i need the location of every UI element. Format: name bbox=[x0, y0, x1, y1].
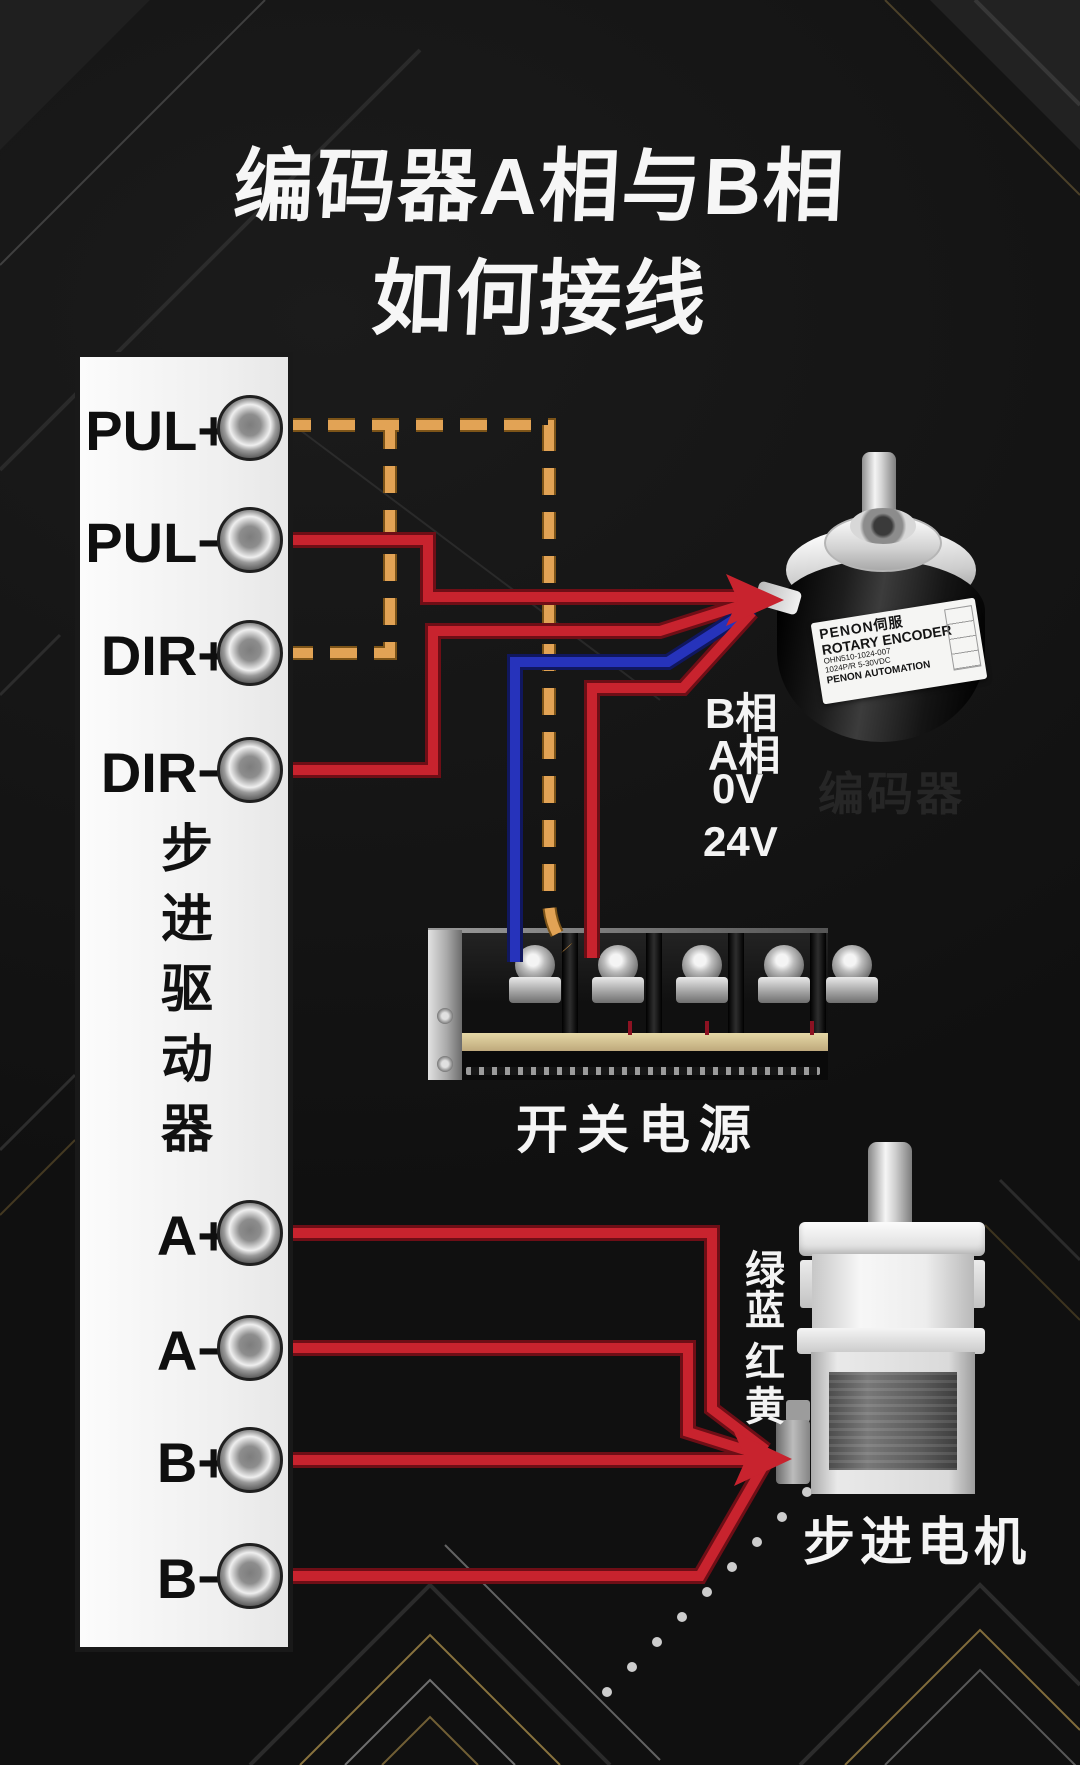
motor-body bbox=[811, 1352, 975, 1494]
terminal-label-b-plus: B+ bbox=[156, 1431, 230, 1494]
encoder-caption: 编码器 bbox=[818, 768, 965, 820]
terminal-label-a-minus: A− bbox=[156, 1319, 230, 1382]
wire-dir-plus-dashed bbox=[286, 425, 395, 658]
psu-pcb-strip bbox=[458, 1021, 828, 1051]
encoder-bearing-hub bbox=[850, 508, 916, 544]
encoder-wire-label-0v: 0V bbox=[712, 765, 764, 812]
motor-caption: 步进电机 bbox=[803, 1514, 1032, 1572]
motor-arrowhead bbox=[734, 1432, 792, 1486]
terminal-pul-minus bbox=[217, 507, 283, 573]
motor-connector-top bbox=[786, 1400, 810, 1422]
terminal-dir-minus bbox=[217, 737, 283, 803]
solder-row bbox=[466, 1067, 820, 1075]
psu-clamp bbox=[509, 977, 561, 1003]
driver-label-char-4: 动 bbox=[160, 1031, 213, 1089]
driver-label-char-2: 进 bbox=[160, 891, 213, 949]
psu-component bbox=[705, 1021, 709, 1035]
wire-b-minus-outline bbox=[282, 1461, 771, 1584]
psu-component bbox=[810, 1021, 814, 1035]
terminal-a-plus bbox=[217, 1200, 283, 1266]
wire-b-minus-red bbox=[282, 1462, 769, 1581]
motor-lamination-band bbox=[829, 1372, 957, 1470]
psu-clamp bbox=[826, 977, 878, 1003]
wire-a-plus-red bbox=[283, 1228, 770, 1454]
motor-side-tab bbox=[800, 1260, 815, 1308]
terminal-label-pul-minus: PUL− bbox=[85, 511, 230, 574]
wire-a-minus-red bbox=[283, 1343, 766, 1461]
terminal-b-plus bbox=[217, 1427, 283, 1493]
motor-shaft bbox=[868, 1142, 912, 1228]
psu-top-edge bbox=[428, 928, 828, 933]
motor-lower-flange bbox=[797, 1328, 985, 1354]
psu-divider bbox=[810, 933, 826, 1033]
terminal-b-minus bbox=[217, 1543, 283, 1609]
power-supply-caption: 开关电源 bbox=[516, 1102, 761, 1160]
encoder-wire-label-a-phase: A相 bbox=[708, 732, 781, 779]
motor-wire-color-yellow: 黄 bbox=[745, 1385, 785, 1429]
psu-clamp bbox=[758, 977, 810, 1003]
wire-dir-minus-red bbox=[282, 598, 750, 775]
psu-divider bbox=[728, 933, 744, 1033]
driver-label-char-3: 驱 bbox=[160, 961, 213, 1019]
wire-pul-minus-outline bbox=[282, 532, 745, 605]
psu-clamp bbox=[592, 977, 644, 1003]
psu-screw bbox=[437, 1056, 453, 1072]
motor-wire-color-green: 绿 bbox=[745, 1249, 785, 1293]
psu-divider bbox=[562, 933, 578, 1033]
motor-wire-color-blue: 蓝 bbox=[745, 1289, 785, 1333]
motor-top-flange bbox=[799, 1222, 985, 1256]
terminal-label-b-minus: B− bbox=[156, 1547, 230, 1610]
terminal-pul-plus bbox=[217, 395, 283, 461]
corner-slab bbox=[0, 0, 150, 150]
driver-label-char-5: 器 bbox=[160, 1101, 213, 1159]
encoder-arrowhead bbox=[726, 574, 784, 626]
driver-label-char-1: 步 bbox=[160, 821, 213, 879]
terminal-a-minus bbox=[217, 1315, 283, 1381]
wire-pul-plus-dashed bbox=[284, 420, 571, 952]
psu-chassis bbox=[428, 930, 462, 1080]
corner-slab bbox=[930, 0, 1080, 150]
motor-wire-color-red: 红 bbox=[745, 1341, 785, 1385]
terminal-label-dir-minus: DIR− bbox=[100, 741, 230, 804]
motor-connector bbox=[776, 1420, 810, 1484]
psu-clamp bbox=[676, 977, 728, 1003]
wire-0v-blue bbox=[510, 603, 755, 962]
psu-component bbox=[628, 1021, 632, 1035]
terminal-label-pul-plus: PUL+ bbox=[85, 399, 230, 462]
encoder-wire-label-24v: 24V bbox=[703, 818, 778, 865]
psu-board-bottom bbox=[458, 1051, 828, 1080]
terminal-dir-plus bbox=[217, 620, 283, 686]
wire-pul-minus-red bbox=[282, 535, 745, 602]
terminal-label-a-plus: A+ bbox=[156, 1204, 230, 1267]
terminal-label-dir-plus: DIR+ bbox=[100, 624, 230, 687]
dotted-diagonal bbox=[602, 1487, 812, 1697]
psu-divider bbox=[646, 933, 662, 1033]
wire-24v-red bbox=[587, 608, 756, 958]
psu-screw bbox=[437, 1008, 453, 1024]
encoder-wire-label-b-phase: B相 bbox=[705, 690, 778, 737]
motor-gearbox bbox=[812, 1254, 974, 1330]
